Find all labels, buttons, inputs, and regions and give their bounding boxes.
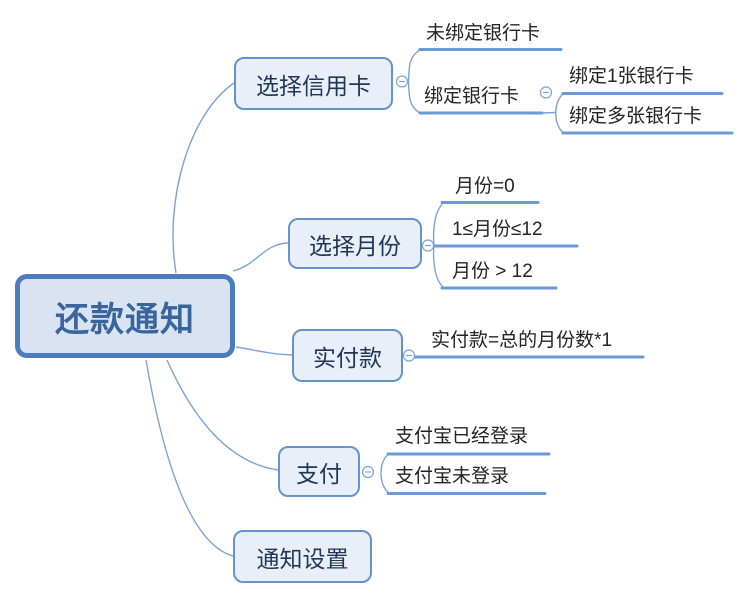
topic-select-month[interactable]: 选择月份 <box>288 218 422 269</box>
subtopic-unbound-bank-card[interactable]: 未绑定银行卡 <box>426 23 541 44</box>
subtopic-month-gt-12[interactable]: 月份 > 12 <box>452 261 533 282</box>
topic-pay[interactable]: 支付 <box>278 446 360 497</box>
collapse-button-pay[interactable] <box>361 465 375 479</box>
subtopic-month-eq-0[interactable]: 月份=0 <box>455 176 515 197</box>
bracket-select-credit-card-children <box>407 49 421 114</box>
subtopic-actual-payment-formula[interactable]: 实付款=总的月份数*1 <box>431 330 613 351</box>
subtopic-bound-bank-card[interactable]: 绑定银行卡 <box>424 86 520 107</box>
connector-root-to-select-month <box>232 242 289 272</box>
subtopic-alipay-logged-in[interactable]: 支付宝已经登录 <box>395 426 529 447</box>
subtopic-month-1-12[interactable]: 1≤月份≤12 <box>452 219 543 240</box>
topic-notify-settings[interactable]: 通知设置 <box>233 530 372 583</box>
subtopic-alipay-not-logged-in[interactable]: 支付宝未登录 <box>395 466 510 487</box>
connector-root-to-notify-settings <box>145 359 234 557</box>
bracket-bound-bank-card-children <box>555 92 565 134</box>
subtopic-bind-one-card[interactable]: 绑定1张银行卡 <box>569 66 694 87</box>
stub-bound-bank-card <box>541 111 556 114</box>
root-topic-repayment-notice[interactable]: 还款通知 <box>15 274 235 358</box>
collapse-button-actual-payment[interactable] <box>402 349 416 362</box>
connector-root-to-select-credit-card <box>172 82 235 274</box>
connector-root-to-pay <box>166 359 279 471</box>
collapse-button-select-month[interactable] <box>421 239 435 252</box>
topic-actual-payment[interactable]: 实付款 <box>292 329 403 382</box>
collapse-button-select-credit-card[interactable] <box>395 75 409 88</box>
topic-select-credit-card[interactable]: 选择信用卡 <box>234 57 393 110</box>
collapse-button-bound-bank-card[interactable] <box>539 86 553 99</box>
bracket-pay-children <box>380 452 391 495</box>
connector-root-to-actual-payment <box>235 346 293 356</box>
subtopic-bind-multi-card[interactable]: 绑定多张银行卡 <box>569 106 703 127</box>
